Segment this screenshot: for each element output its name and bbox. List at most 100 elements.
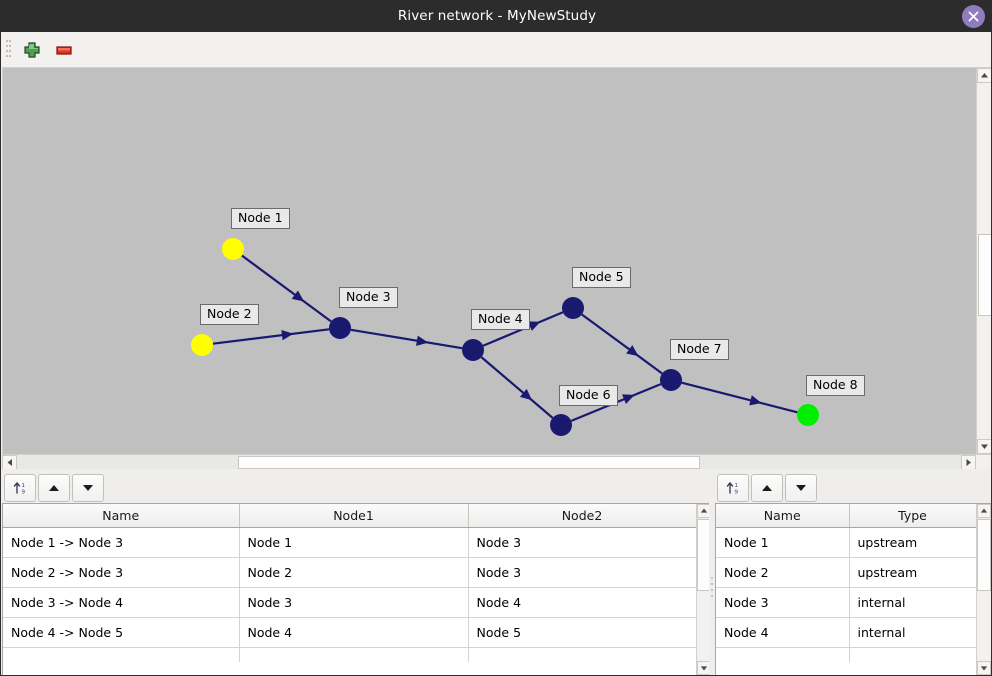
table-cell[interactable]: Node 1 -> Node 3 — [3, 527, 240, 558]
table-cell[interactable] — [716, 647, 850, 662]
edge-arrowhead — [622, 394, 635, 405]
column-header[interactable]: Name — [716, 504, 850, 528]
node-label[interactable]: Node 6 — [559, 385, 618, 406]
network-node[interactable] — [550, 414, 572, 436]
table-cell[interactable]: Node 3 — [716, 587, 850, 618]
table-cell[interactable]: Node 1 — [716, 527, 850, 558]
network-graph — [191, 238, 819, 436]
network-edge[interactable] — [241, 254, 332, 323]
node-label[interactable]: Node 1 — [231, 208, 290, 229]
node-label[interactable]: Node 4 — [471, 309, 530, 330]
network-node[interactable] — [462, 339, 484, 361]
network-node[interactable] — [329, 317, 351, 339]
table-cell[interactable]: upstream — [849, 557, 977, 588]
nodes-scroll-thumb[interactable] — [977, 519, 991, 591]
network-edge[interactable] — [681, 381, 798, 414]
table-row[interactable] — [716, 647, 977, 662]
table-cell[interactable]: internal — [849, 587, 977, 618]
node-label[interactable]: Node 8 — [806, 375, 865, 396]
reaches-table-scrollbar[interactable] — [696, 504, 711, 675]
column-header[interactable]: Name — [3, 504, 240, 528]
scroll-left-arrow-icon[interactable] — [2, 455, 17, 470]
edge-arrowhead — [626, 345, 639, 357]
close-icon[interactable] — [962, 5, 985, 28]
table-cell[interactable] — [239, 647, 469, 662]
scroll-right-arrow-icon[interactable] — [961, 455, 976, 470]
arrow-down-icon[interactable] — [72, 474, 104, 502]
table-cell[interactable] — [3, 647, 240, 662]
sort-ascending-icon[interactable]: 1 9 — [4, 474, 36, 502]
add-plus-icon[interactable] — [19, 37, 45, 63]
network-edge[interactable] — [480, 356, 554, 419]
table-cell[interactable]: Node 5 — [468, 617, 697, 648]
table-cell[interactable]: Node 3 — [468, 557, 697, 588]
network-node[interactable] — [797, 404, 819, 426]
network-node[interactable] — [660, 369, 682, 391]
network-edge[interactable] — [581, 313, 663, 375]
edge-arrowhead — [749, 395, 762, 406]
canvas-horizontal-scrollbar[interactable] — [2, 454, 991, 470]
vertical-splitter[interactable] — [709, 503, 715, 675]
toolbar-grip[interactable] — [6, 40, 11, 60]
network-node[interactable] — [562, 297, 584, 319]
column-header[interactable]: Node1 — [239, 504, 469, 528]
canvas-vertical-scroll-thumb[interactable] — [978, 234, 991, 316]
scroll-up-arrow-icon[interactable] — [977, 504, 991, 518]
scroll-up-arrow-icon[interactable] — [977, 68, 991, 83]
table-cell[interactable]: Node 2 -> Node 3 — [3, 557, 240, 588]
network-edge[interactable] — [212, 328, 330, 345]
sort-ascending-icon[interactable]: 1 9 — [717, 474, 749, 502]
table-cell[interactable]: Node 4 -> Node 5 — [3, 617, 240, 648]
table-cell[interactable]: Node 2 — [716, 557, 850, 588]
node-label[interactable]: Node 3 — [339, 287, 398, 308]
vertical-splitter-grip-icon — [711, 576, 713, 603]
arrow-down-icon[interactable] — [785, 474, 817, 502]
table-cell[interactable]: Node 4 — [716, 617, 850, 648]
table-cell[interactable]: Node 4 — [468, 587, 697, 618]
node-label[interactable]: Node 2 — [200, 304, 259, 325]
column-header[interactable]: Type — [849, 504, 977, 528]
table-cell[interactable] — [849, 647, 977, 662]
node-label[interactable]: Node 7 — [670, 339, 729, 360]
table-cell[interactable]: Node 3 — [468, 527, 697, 558]
column-header[interactable]: Node2 — [468, 504, 697, 528]
arrow-up-icon[interactable] — [38, 474, 70, 502]
table-cell[interactable]: Node 1 — [239, 527, 469, 558]
scroll-down-arrow-icon[interactable] — [697, 661, 711, 675]
table-cell[interactable] — [468, 647, 697, 662]
scrollbar-corner — [976, 455, 991, 469]
scroll-down-arrow-icon[interactable] — [977, 661, 991, 675]
canvas-vertical-scrollbar[interactable] — [976, 68, 991, 454]
network-edge[interactable] — [350, 328, 463, 350]
table-cell[interactable]: Node 2 — [239, 557, 469, 588]
node-label[interactable]: Node 5 — [572, 267, 631, 288]
nodes-table-scrollbar[interactable] — [976, 504, 991, 675]
arrow-up-icon[interactable] — [751, 474, 783, 502]
table-cell[interactable]: upstream — [849, 527, 977, 558]
table-cell[interactable]: Node 3 — [239, 587, 469, 618]
table-cell[interactable]: Node 4 — [239, 617, 469, 648]
network-node[interactable] — [222, 238, 244, 260]
edge-arrowhead — [519, 388, 533, 401]
table-row[interactable] — [3, 647, 697, 662]
table-cell[interactable]: internal — [849, 617, 977, 648]
scroll-down-arrow-icon[interactable] — [977, 439, 991, 454]
network-node[interactable] — [191, 334, 213, 356]
table-cell[interactable]: Node 3 -> Node 4 — [3, 587, 240, 618]
canvas-horizontal-scroll-thumb[interactable] — [238, 456, 700, 469]
network-diagram-canvas[interactable]: Node 1 Node 2 Node 3 Node 4 Node 5 Node 6 Node… — [2, 68, 977, 454]
delete-minus-icon[interactable] — [51, 37, 77, 63]
